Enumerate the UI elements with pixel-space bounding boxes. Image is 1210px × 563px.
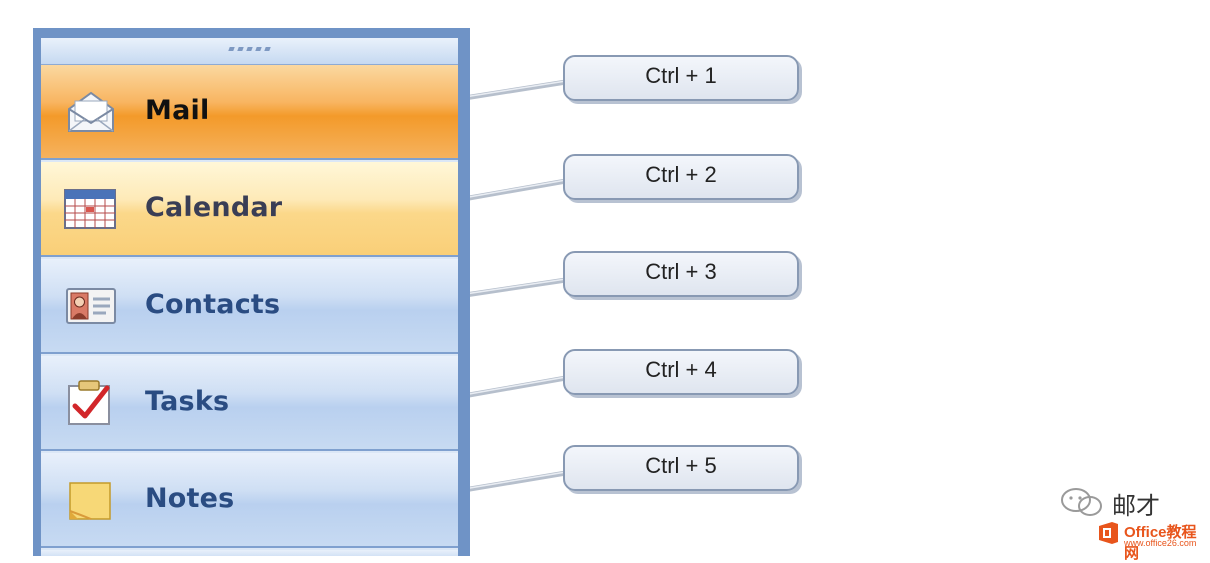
- nav-item-label: Calendar: [145, 192, 283, 223]
- watermark-url: www.office26.com: [1124, 538, 1197, 548]
- connector-line: [449, 277, 569, 300]
- nav-item-label: Tasks: [145, 386, 230, 417]
- nav-item-partial: [41, 550, 458, 556]
- nav-item-label: Mail: [145, 95, 210, 126]
- shortcut-callout-notes: Ctrl + 5: [563, 445, 799, 491]
- office-logo-icon: [1099, 522, 1118, 544]
- connector-line: [449, 470, 569, 495]
- shortcut-text: Ctrl + 5: [645, 453, 717, 478]
- mail-envelope-icon: [68, 91, 114, 132]
- nav-item-label: Contacts: [145, 289, 281, 320]
- nav-item-mail[interactable]: Mail: [41, 65, 458, 160]
- pane-resize-grip[interactable]: [41, 38, 458, 65]
- shortcut-text: Ctrl + 1: [645, 63, 717, 88]
- nav-item-calendar[interactable]: Calendar: [41, 162, 458, 257]
- wechat-logo-icon: [1061, 488, 1102, 516]
- connector-line: [449, 79, 569, 103]
- connector-line: [449, 375, 569, 401]
- nav-item-contacts[interactable]: Contacts: [41, 259, 458, 354]
- nav-item-label: Notes: [145, 483, 235, 514]
- watermark-account: 邮才: [1112, 492, 1160, 520]
- nav-item-notes[interactable]: Notes: [41, 453, 458, 548]
- shortcut-callout-contacts: Ctrl + 3: [563, 251, 799, 297]
- nav-item-tasks[interactable]: Tasks: [41, 356, 458, 451]
- task-checkmark-icon: [68, 380, 110, 425]
- sticky-note-icon: [69, 482, 111, 520]
- navigation-pane-body: Mail Calendar: [41, 38, 458, 556]
- shortcut-callout-tasks: Ctrl + 4: [563, 349, 799, 395]
- connector-line: [449, 178, 569, 204]
- shortcut-callout-calendar: Ctrl + 2: [563, 154, 799, 200]
- navigation-pane: Mail Calendar: [33, 28, 470, 556]
- shortcut-text: Ctrl + 3: [645, 259, 717, 284]
- shortcut-text: Ctrl + 4: [645, 357, 717, 382]
- shortcut-text: Ctrl + 2: [645, 162, 717, 187]
- calendar-icon: [64, 189, 116, 229]
- contact-card-icon: [66, 288, 116, 324]
- grip-dots-icon: [219, 47, 279, 53]
- shortcut-callout-mail: Ctrl + 1: [563, 55, 799, 101]
